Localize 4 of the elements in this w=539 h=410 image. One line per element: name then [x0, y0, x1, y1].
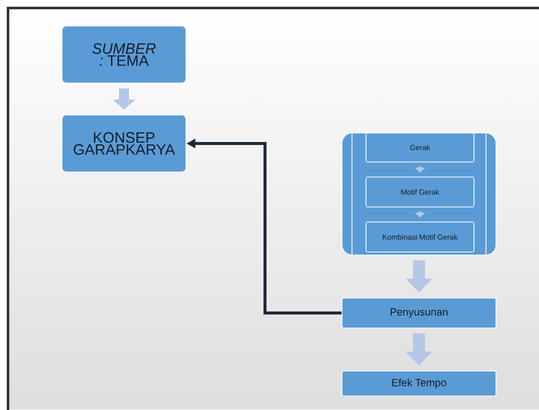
process-box: SUMBER : TEMA: [62, 26, 186, 84]
process-box: Penyusunan: [342, 298, 496, 328]
process-box: Efek Tempo: [342, 370, 496, 396]
process-box: KONSEP GARAPKARYA: [62, 114, 186, 172]
